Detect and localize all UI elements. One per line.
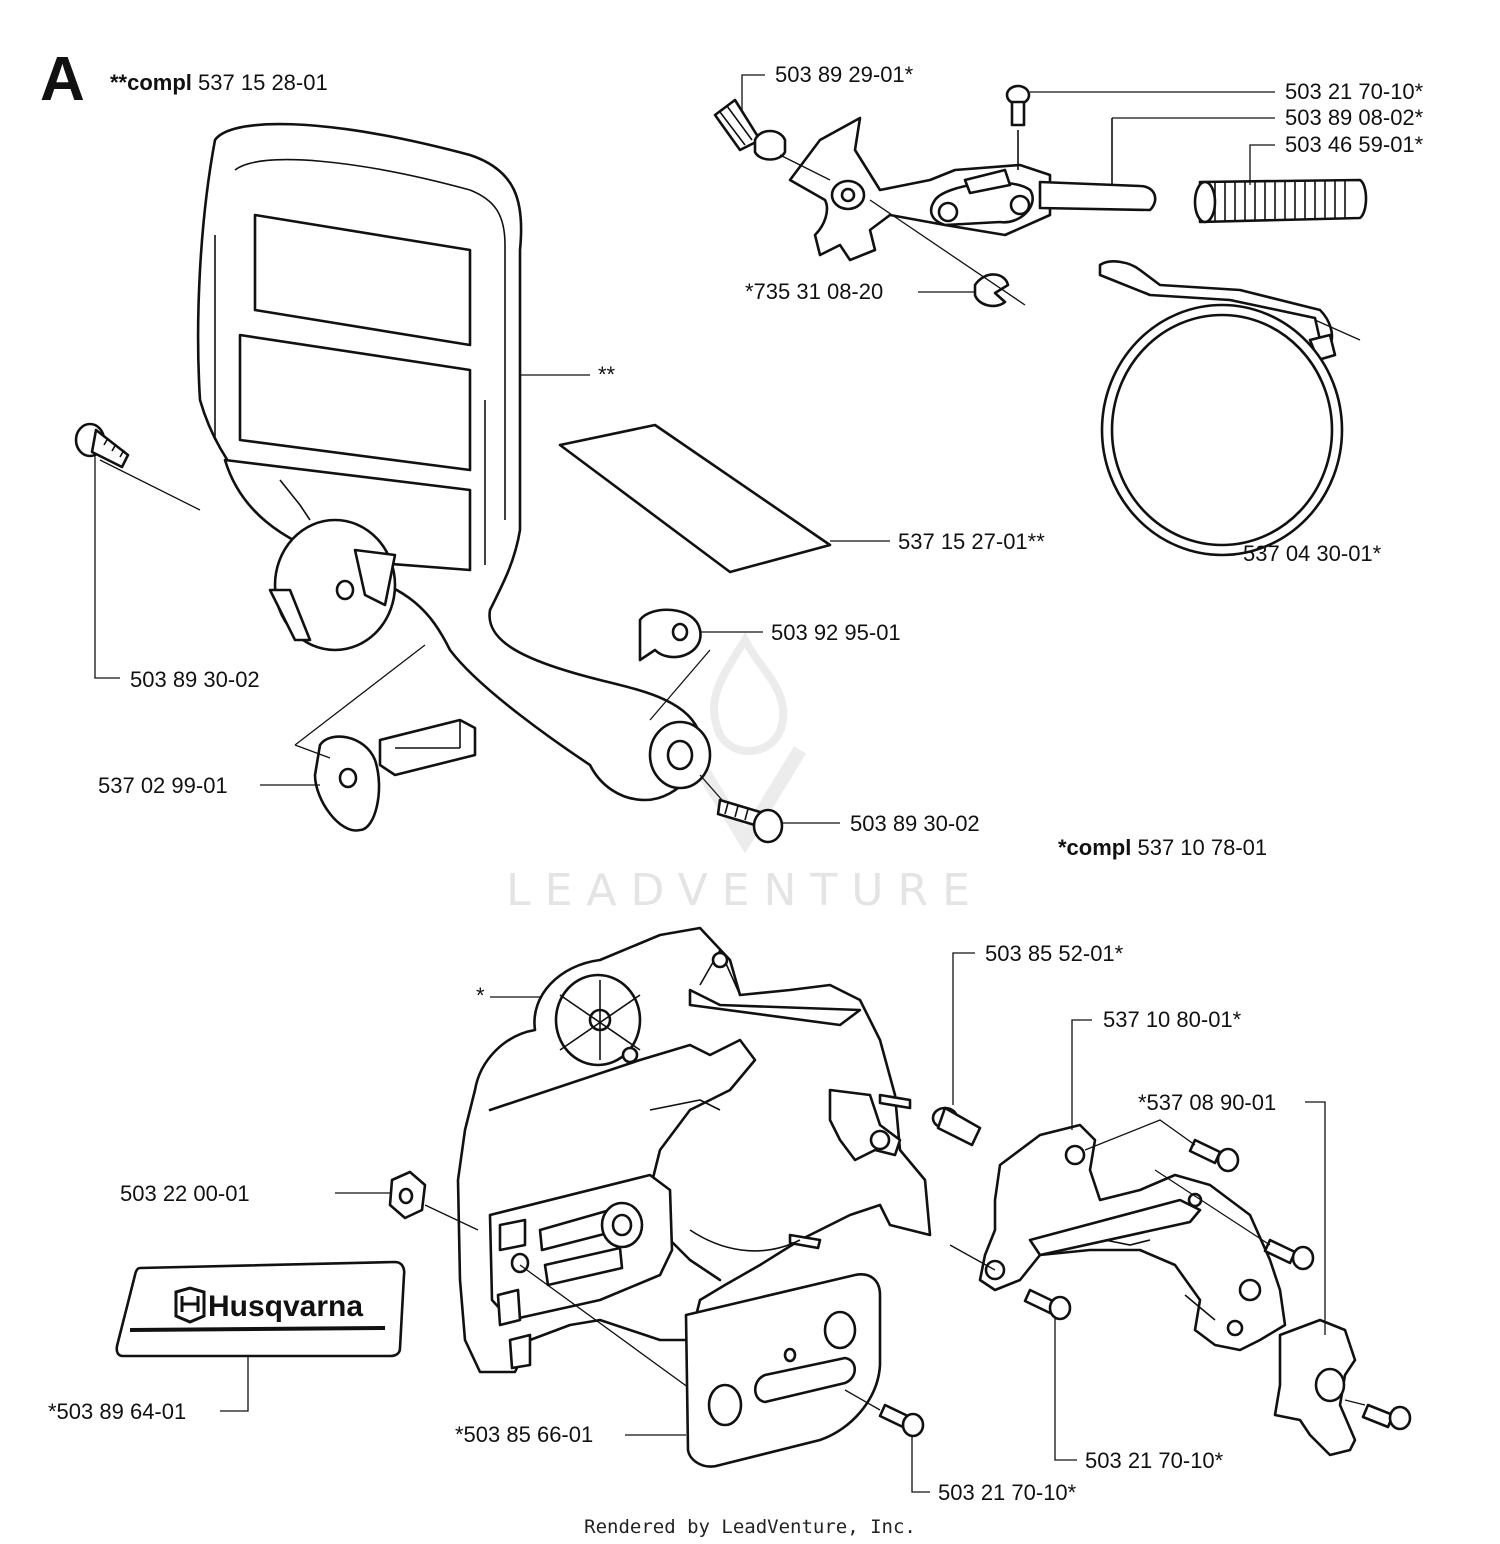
watermark: LEADVENTURE xyxy=(506,631,984,916)
flange-nut xyxy=(388,1170,427,1220)
label-503-89-30-02-left: 503 89 30-02 xyxy=(130,667,260,692)
screw-right xyxy=(716,798,784,844)
label-503-89-29-01: 503 89 29-01* xyxy=(775,62,914,87)
label-503-89-30-02-right: 503 89 30-02 xyxy=(850,811,980,836)
label-735-31-08-20: *735 31 08-20 xyxy=(745,279,883,304)
section-letter: A xyxy=(40,45,85,114)
washer-small xyxy=(638,608,702,662)
chain-guard xyxy=(978,1123,1287,1352)
screw-set-a xyxy=(1188,1138,1412,1431)
compl-upper-label: **compl 537 15 28-01 xyxy=(110,70,328,95)
screw-x4 xyxy=(1023,1288,1072,1321)
cam-block xyxy=(1273,1318,1357,1457)
label-503-21-70-10-bottom: 503 21 70-10* xyxy=(938,1480,1077,1505)
label-537-08-90-01: *537 08 90-01 xyxy=(1138,1090,1276,1115)
decal-brand-text: Husqvarna xyxy=(208,1290,363,1323)
label-537-15-27-01: 537 15 27-01** xyxy=(898,529,1045,554)
label-503-89-08-02: 503 89 08-02* xyxy=(1285,105,1424,130)
pin xyxy=(931,1106,982,1147)
label-503-21-70-10-top: 503 21 70-10* xyxy=(1285,79,1424,104)
footer-credit: Rendered by LeadVenture, Inc. xyxy=(584,1516,916,1538)
label-503-85-66-01: *503 85 66-01 xyxy=(455,1422,593,1447)
label-503-22-00-01: 503 22 00-01 xyxy=(120,1181,250,1206)
label-537-02-99-01: 537 02 99-01 xyxy=(98,773,228,798)
label-503-85-52-01: 503 85 52-01* xyxy=(985,941,1124,966)
label-503-92-95-01: 503 92 95-01 xyxy=(771,620,901,645)
clutch-cover xyxy=(456,926,932,1374)
washer-key xyxy=(313,718,477,832)
brake-band xyxy=(1098,260,1361,557)
screw-bottom xyxy=(844,1389,925,1438)
screw-left xyxy=(74,422,130,469)
watermark-text: LEADVENTURE xyxy=(506,865,984,916)
husqvarna-decal: Husqvarna xyxy=(115,1260,406,1358)
guide-plate xyxy=(684,1273,882,1468)
label-single-star: * xyxy=(476,983,485,1008)
label-503-21-70-10-x4: 503 21 70-10* xyxy=(1085,1448,1224,1473)
hand-guard xyxy=(196,122,712,802)
label-503-89-64-01: *503 89 64-01 xyxy=(48,1399,186,1424)
label-537-04-30-01: 537 04 30-01* xyxy=(1243,541,1382,566)
compl-lower-label: *compl 537 10 78-01 xyxy=(1058,835,1267,860)
brake-linkage xyxy=(713,84,1368,308)
decal-plate xyxy=(558,423,832,574)
husqvarna-logo-icon xyxy=(174,1286,206,1324)
label-537-10-80-01: 537 10 80-01* xyxy=(1103,1007,1242,1032)
watermark-v-icon xyxy=(684,746,806,854)
label-double-star: ** xyxy=(598,362,616,387)
watermark-flame-icon xyxy=(710,631,788,755)
label-503-46-59-01: 503 46 59-01* xyxy=(1285,132,1424,157)
